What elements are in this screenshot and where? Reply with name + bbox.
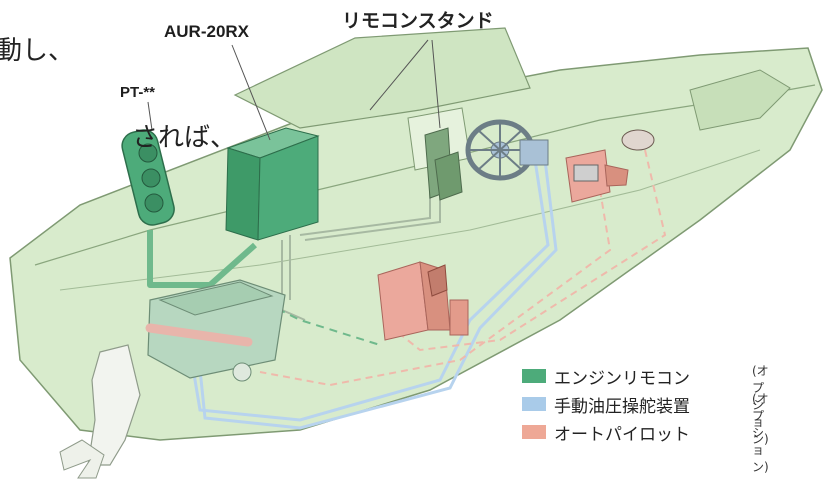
compass-sensor: [621, 129, 655, 151]
legend-swatch-hydraulic: [522, 397, 546, 411]
engine-top: [158, 281, 274, 316]
autopilot-unit: [377, 261, 469, 341]
leader-stand-2: [369, 39, 429, 111]
remote-cable-1: [289, 190, 431, 300]
legend-item: オートパイロット (オプション): [522, 392, 769, 474]
steering-wheel: [465, 119, 549, 181]
aur-20rx-box: [225, 127, 320, 241]
cut-text-line2: されば、: [132, 123, 237, 153]
legend-note: (オプション): [752, 363, 769, 446]
propeller: [59, 439, 105, 479]
label-remote-stand: リモコンスタンド: [342, 10, 494, 32]
pt-panel: [121, 129, 175, 226]
remote-stand: [424, 127, 463, 201]
legend-item: 手動油圧操舵装置 (オプション): [522, 364, 769, 446]
legend-label: オートパイロット: [554, 424, 690, 445]
hydraulic-line: [188, 159, 550, 422]
legend: エンジンリモコン 手動油圧操舵装置 (オプション) オートパイロット (オプショ…: [522, 362, 769, 474]
outboard-motor: [87, 344, 141, 466]
autopilot-line-2: [259, 189, 612, 387]
deck-line-inner: [59, 149, 761, 291]
steering-mount: [232, 362, 252, 382]
legend-label: エンジンリモコン: [554, 368, 690, 389]
cut-text-line1: 動し、: [0, 36, 75, 66]
legend-label: 手動油圧操舵装置: [554, 396, 690, 417]
leader-pt: [147, 101, 153, 131]
cabin-roof: [233, 27, 531, 129]
legend-swatch-autopilot: [522, 425, 546, 439]
legend-swatch-remote: [522, 369, 546, 383]
leader-aur: [231, 44, 271, 141]
legend-item: エンジンリモコン: [522, 362, 690, 390]
legend-note: (オプション): [752, 391, 769, 474]
label-aur-20rx: AUR-20RX: [164, 22, 250, 41]
remote-cable-panel: [147, 230, 257, 288]
label-pt: PT-**: [120, 84, 156, 101]
leader-stand: [431, 39, 441, 129]
hydraulic-line-2: [196, 159, 558, 430]
autopilot-display: [565, 149, 629, 203]
steering-cylinder: [145, 323, 253, 347]
aft-deck-box: [689, 69, 791, 131]
